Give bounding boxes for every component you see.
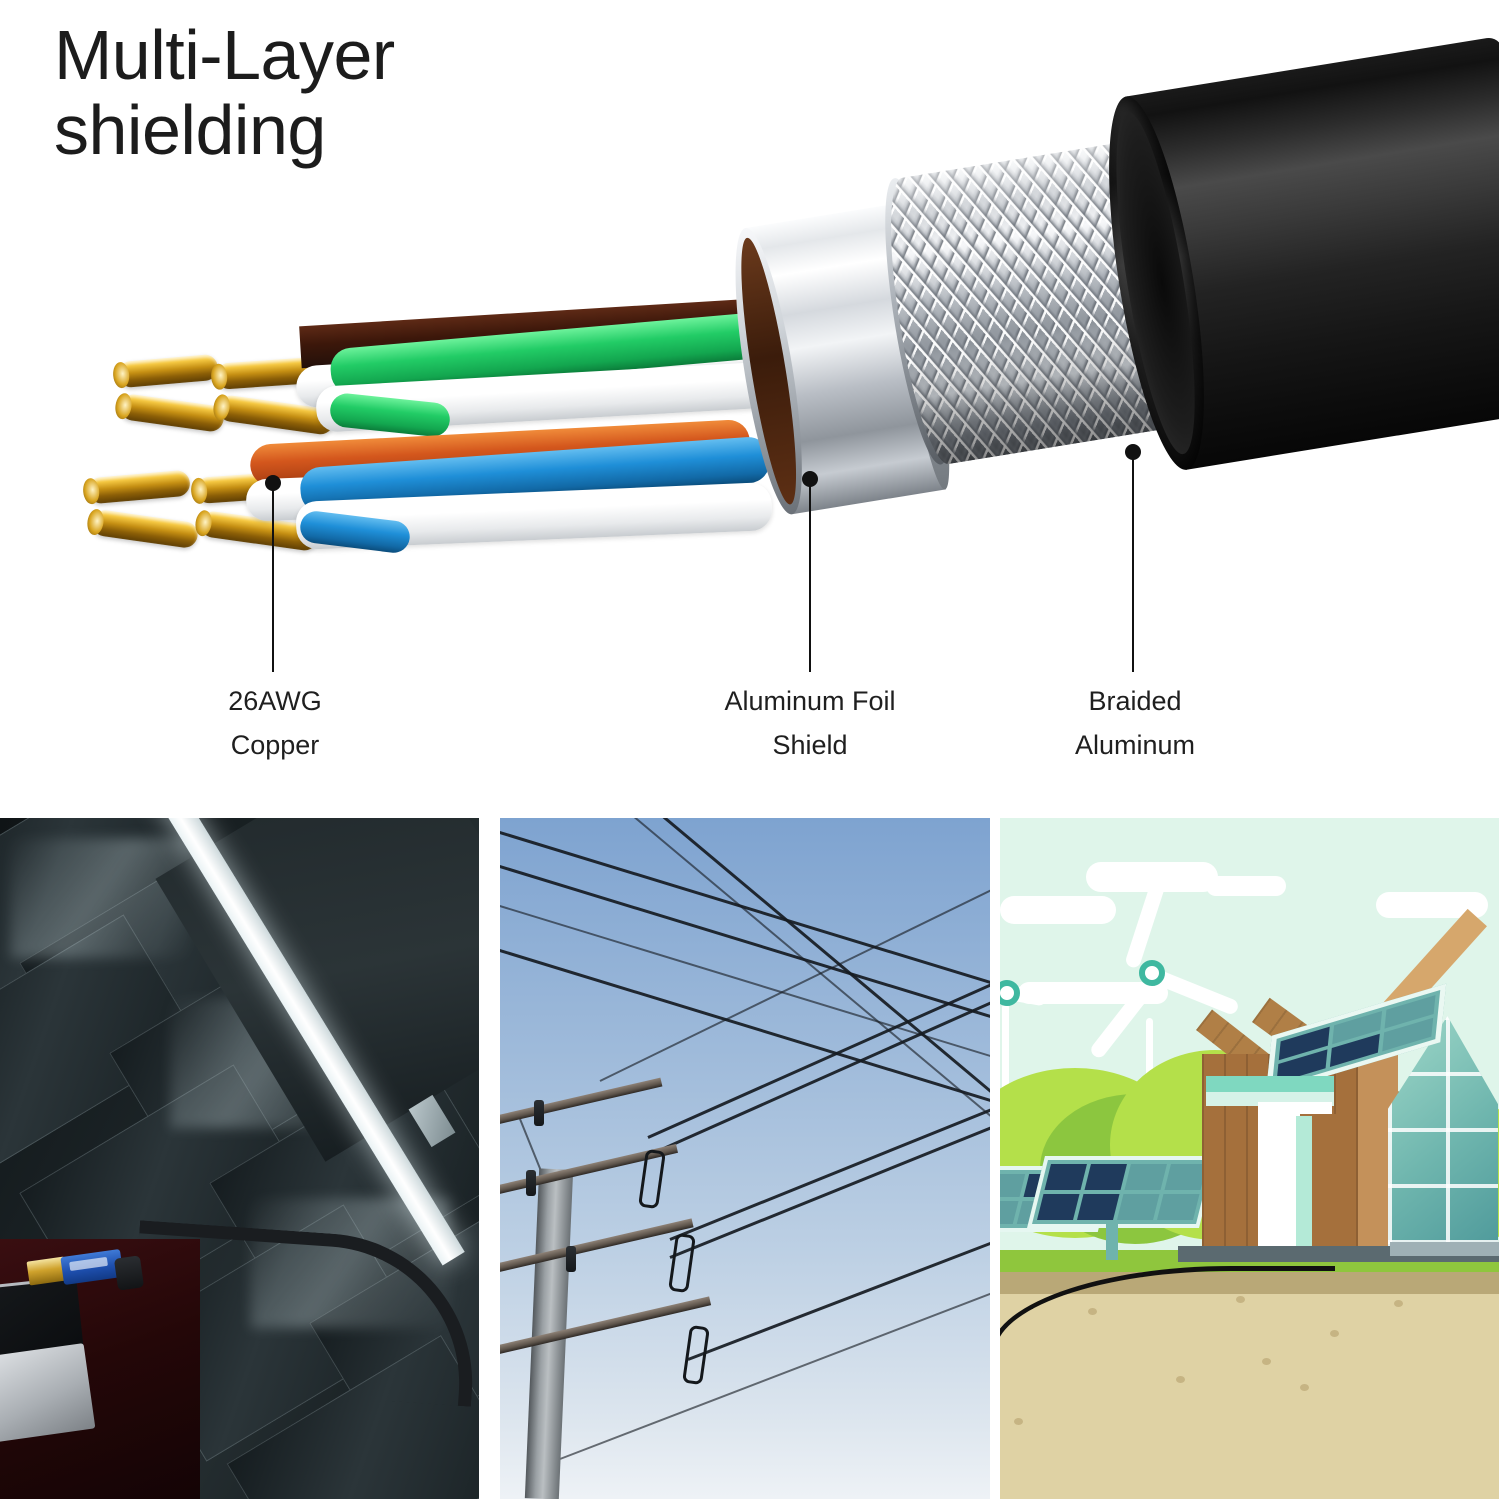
copper-conductor bbox=[85, 508, 200, 550]
cable-diagram-panel: Multi-Layer shielding bbox=[0, 0, 1499, 818]
copper-tip bbox=[193, 509, 214, 538]
solar-cell bbox=[1117, 1194, 1160, 1220]
soil-speck bbox=[1394, 1300, 1403, 1307]
soil-speck bbox=[1014, 1418, 1023, 1425]
copper-tip bbox=[82, 477, 101, 505]
laptop-base bbox=[0, 1343, 96, 1445]
solar-cell bbox=[1000, 1174, 1026, 1197]
rj45-strain-relief-boot bbox=[113, 1255, 145, 1291]
copper-tip bbox=[113, 392, 134, 421]
buried-cable bbox=[1000, 1266, 1335, 1391]
outer-jacket bbox=[1089, 35, 1499, 476]
cloud bbox=[1206, 876, 1286, 896]
solar-panel-leg bbox=[1106, 1224, 1118, 1260]
callout-label-foil: Aluminum Foil Shield bbox=[724, 686, 896, 760]
callout-label-copper: 26AWG Copper bbox=[228, 686, 322, 760]
solar-cell bbox=[1077, 1194, 1120, 1220]
copper-tip bbox=[210, 363, 229, 391]
photo-strip bbox=[0, 818, 1499, 1499]
window-awning bbox=[1206, 1076, 1334, 1092]
wall-highlight bbox=[10, 838, 190, 958]
brand-logo bbox=[69, 1256, 108, 1272]
solar-cell bbox=[1157, 1194, 1200, 1220]
wind-turbine-mast bbox=[1002, 1004, 1009, 1124]
door-sidelight bbox=[1296, 1116, 1312, 1250]
solar-cell bbox=[1084, 1164, 1127, 1190]
solar-cell bbox=[1124, 1164, 1167, 1190]
power-lines-photo bbox=[500, 818, 990, 1499]
solar-cell bbox=[1044, 1164, 1087, 1190]
solar-cell bbox=[1000, 1201, 1019, 1224]
copper-tip bbox=[190, 477, 209, 505]
solar-cell bbox=[1164, 1164, 1207, 1190]
cloud bbox=[1000, 896, 1116, 924]
callout-leader-copper bbox=[272, 483, 274, 672]
solar-panel-array bbox=[1027, 1156, 1217, 1228]
copper-tip bbox=[211, 393, 232, 422]
insulator bbox=[526, 1170, 536, 1196]
copper-tip bbox=[112, 361, 131, 389]
copper-conductor bbox=[113, 392, 226, 434]
copper-conductor bbox=[112, 353, 219, 389]
turbine-hub bbox=[1139, 960, 1165, 986]
cable-installation-photo bbox=[0, 818, 479, 1499]
page-title: Multi-Layer shielding bbox=[54, 16, 395, 169]
copper-tip bbox=[85, 508, 106, 537]
callout-leader-braid bbox=[1132, 452, 1134, 672]
solar-cell bbox=[1037, 1194, 1080, 1220]
callout-leader-foil bbox=[809, 479, 811, 672]
cable-cutaway-diagram bbox=[0, 0, 1499, 700]
copper-conductor bbox=[82, 469, 191, 505]
insulator bbox=[566, 1246, 576, 1272]
porch-step bbox=[1390, 1242, 1499, 1256]
insulator bbox=[534, 1100, 544, 1126]
callout-label-braid: Braided Aluminum bbox=[1074, 686, 1196, 760]
eco-house-illustration bbox=[1000, 818, 1499, 1499]
turbine-hub bbox=[1000, 980, 1020, 1006]
